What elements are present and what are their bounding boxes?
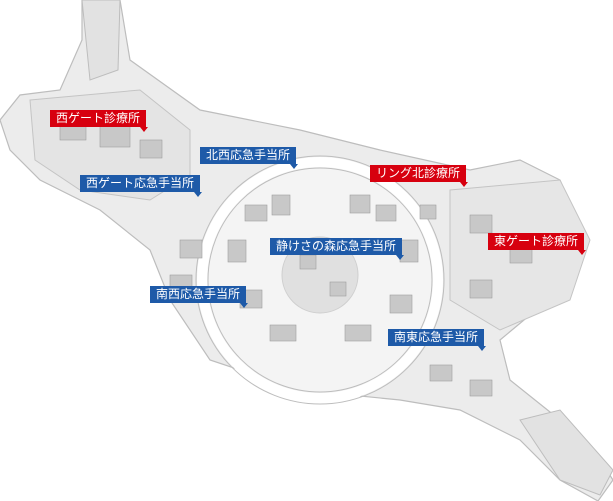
southeast-first-aid-label[interactable]: 南東応急手当所 xyxy=(388,329,487,351)
west-gate-first-aid-label[interactable]: 西ゲート応急手当所 xyxy=(80,175,203,197)
ring-north-clinic-label[interactable]: リング北診療所 xyxy=(370,165,469,187)
northwest-approach xyxy=(81,0,121,81)
grand-ring-outline xyxy=(195,155,445,405)
southwest-first-aid-label[interactable]: 南西応急手当所 xyxy=(150,286,249,308)
southeast-approach xyxy=(519,409,613,496)
east-gate-clinic-label[interactable]: 東ゲート診療所 xyxy=(488,233,587,255)
forest-first-aid-label[interactable]: 静けさの森応急手当所 xyxy=(270,238,405,260)
grand-ring-inner-outline xyxy=(207,167,433,393)
west-gate-clinic-label[interactable]: 西ゲート診療所 xyxy=(50,110,149,132)
northwest-first-aid-label[interactable]: 北西応急手当所 xyxy=(200,147,299,169)
